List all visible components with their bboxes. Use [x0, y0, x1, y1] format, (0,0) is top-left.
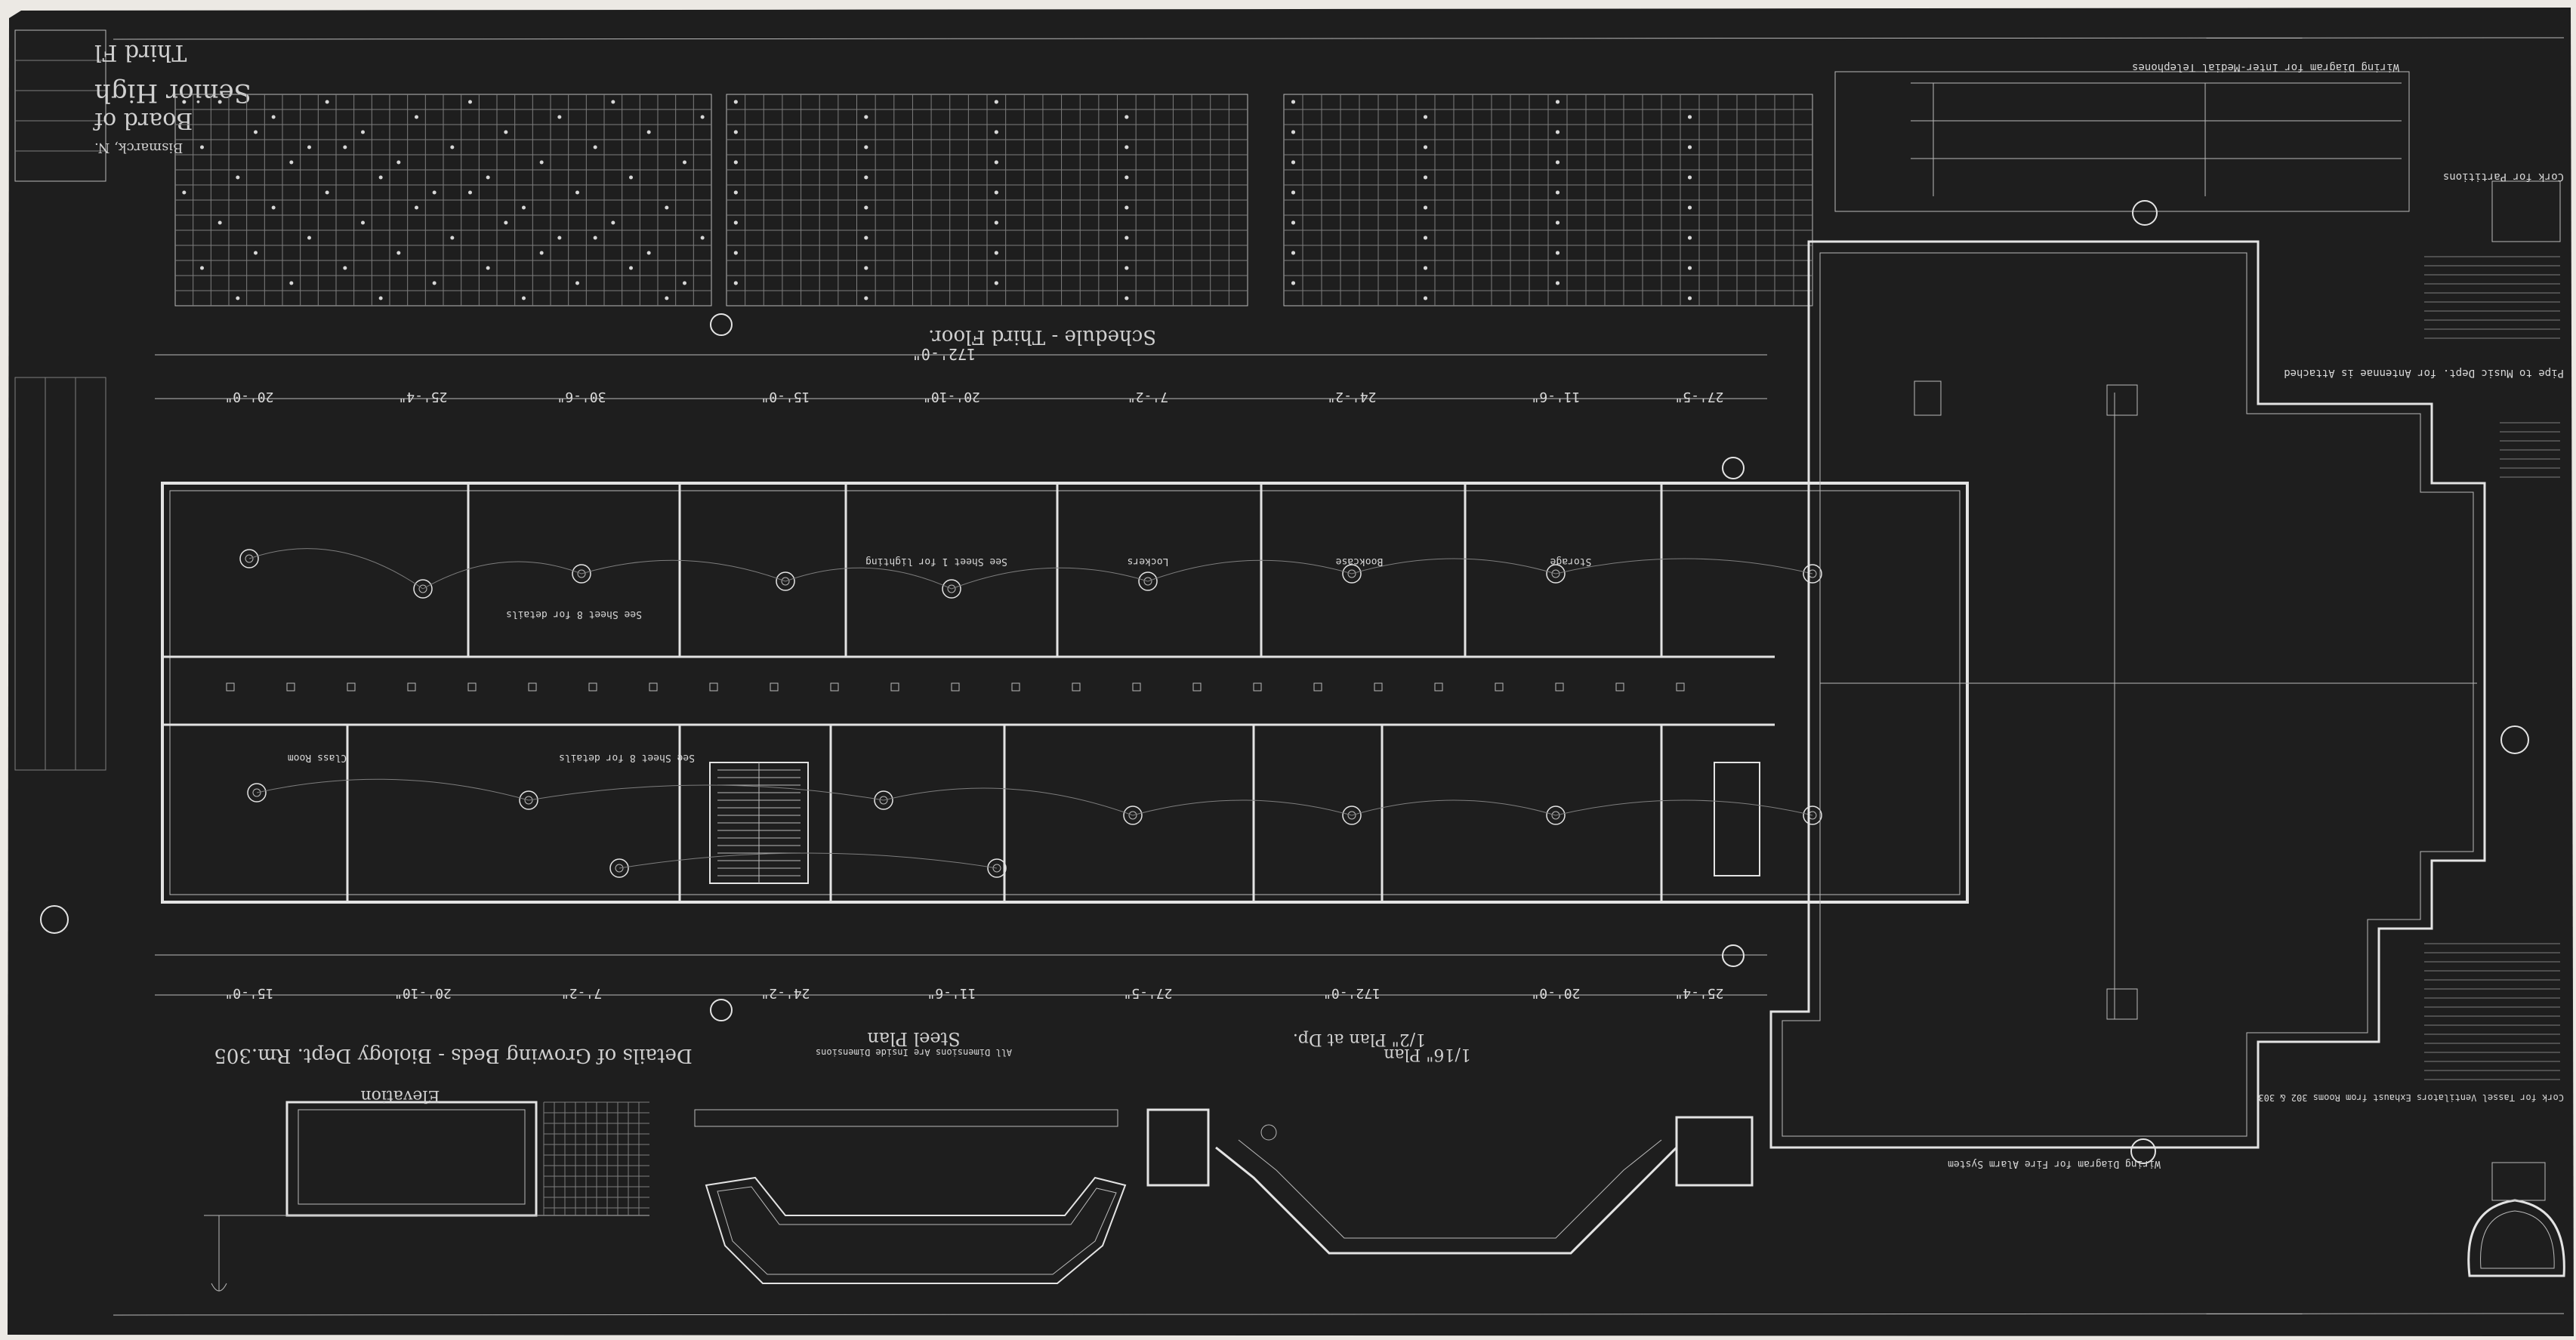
blueprint-background: [8, 8, 2574, 1336]
overall-dimension: 172'-0": [912, 345, 976, 363]
title-block: Third Fl Senior High Board of Bismarck, …: [14, 29, 251, 771]
room-note: Bookcase: [1336, 556, 1384, 567]
marker-4-top: [2132, 200, 2158, 226]
schedule-title: Schedule - Third Floor.: [928, 325, 1156, 348]
title-board: Board of: [93, 107, 193, 134]
dimension-label: 24'-2": [1327, 389, 1376, 405]
intercom-wiring-diagram: Wiring Diagram for Inter-Medial Telephon…: [1834, 61, 2410, 226]
growing-beds-title: Details of Growing Beds - Biology Dept. …: [214, 1044, 692, 1067]
dimension-label: 20'-0": [1531, 985, 1580, 1001]
marker-5-top: [1722, 457, 1745, 479]
exhaust-note: Cork for Tassel Ventilators Exhaust from…: [2258, 1092, 2564, 1103]
marker-4-bottom: [2130, 1138, 2156, 1164]
steel-plan-note: All Dimensions Are Inside Dimensions: [816, 1047, 1012, 1058]
fire-alarm-wiring-diagram: Wiring Diagram for Fire Alarm System: [1769, 240, 2529, 1169]
dimension-label: 7'-2": [1128, 389, 1168, 405]
steel-plan-detail: Steel Plan All Dimensions Are Inside Dim…: [694, 1028, 1127, 1284]
dimension-label: 25'-4": [398, 389, 447, 405]
room-note: See Sheet 8 for details: [506, 608, 642, 620]
dimension-label: 11'-6": [927, 985, 976, 1001]
marker-5-bottom: [1722, 944, 1745, 967]
dimension-label: 15'-0": [224, 985, 273, 1001]
dimension-label: 172'-0": [1323, 985, 1381, 1001]
schedule-table-right: [1283, 94, 1813, 307]
antenna-note: Pipe to Music Dept. for Antennae is Atta…: [2284, 367, 2564, 379]
stair-east: [1714, 762, 1760, 876]
intercom-wiring-title: Wiring Diagram for Inter-Medial Telephon…: [2132, 61, 2399, 73]
title-sheet: Third Fl: [94, 39, 187, 66]
fire-alarm-title: Wiring Diagram for Fire Alarm System: [1948, 1158, 2161, 1169]
half-inch-plan-detail: 1/2" Plan at Dp. 1/16" Plan: [1146, 1030, 1754, 1255]
dimension-label: 25'-4": [1674, 985, 1723, 1001]
room-note: See Sheet 1 for lighting: [865, 556, 1007, 567]
room-note: See Sheet 8 for details: [559, 752, 695, 763]
dimension-label: 27'-5": [1123, 985, 1172, 1001]
dimension-label: 11'-6": [1531, 389, 1580, 405]
marker-1-left: [40, 905, 69, 934]
ventilator-detail: [2467, 1162, 2565, 1277]
dimension-label: 20'-10": [394, 985, 452, 1001]
dimension-label: 15'-0": [760, 389, 810, 405]
floor-plan-scale-label: 1/16" Plan: [1384, 1045, 1471, 1064]
partition-note: Cork for Partitions: [2443, 171, 2564, 183]
title-city: Bismarck, N.: [94, 140, 183, 156]
dimension-label: 20'-0": [224, 389, 273, 405]
dimension-label: 27'-5": [1674, 389, 1723, 405]
title-school: Senior High: [94, 78, 251, 108]
marker-2-bottom: [710, 999, 733, 1021]
marker-2-top: [710, 313, 733, 336]
third-floor-plan: 20'-0" 25'-4" 30'-6" 15'-0" 20'-10" 7'-2" 24'-…: [40, 345, 1969, 1021]
schedule-table-left: [174, 94, 712, 307]
detail-plan-label: 1/2" Plan at Dp.: [1293, 1030, 1426, 1049]
marker-1-right: [2500, 725, 2529, 754]
right-side-notes: Cork for Partitions Pipe to Music Dept. …: [2258, 171, 2564, 1103]
sheet-border: [113, 37, 2565, 1316]
elevation-label: Elevation: [361, 1086, 440, 1105]
growing-beds-detail: Elevation Details of Growing Beds - Biol…: [204, 1044, 693, 1292]
dimension-label: 30'-6": [557, 389, 606, 405]
steel-plan-label: Steel Plan: [867, 1028, 960, 1049]
dimension-label: 24'-2": [760, 985, 810, 1001]
room-note: Class Room: [288, 752, 347, 763]
schedule-table-middle: [726, 94, 1248, 307]
dimension-label: 20'-10": [923, 389, 980, 405]
dimension-label: 7'-2": [561, 985, 602, 1001]
room-note: Storage: [1550, 556, 1591, 567]
room-note: Lockers: [1128, 556, 1169, 567]
